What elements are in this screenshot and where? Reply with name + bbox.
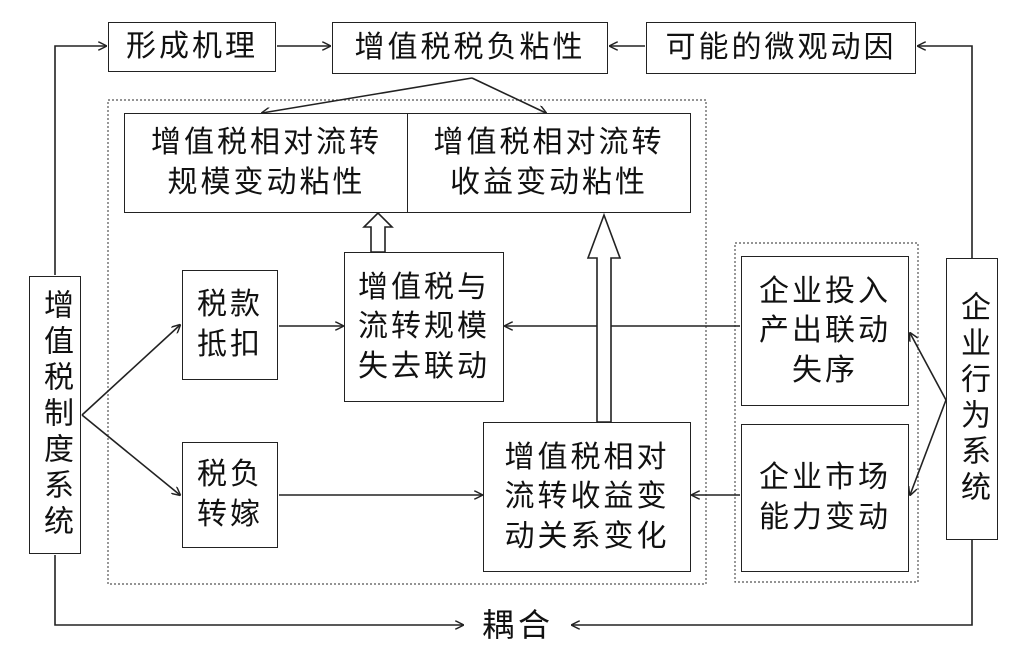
- income-stickiness-box: 增值税相对流转 收益变动粘性: [407, 113, 691, 213]
- arrow-vat-system-to-shifting: [81, 414, 180, 495]
- arrow-vat-system-to-deduction: [81, 325, 180, 416]
- micro-drivers-box: 可能的微观动因: [646, 22, 916, 74]
- arrow-vat-system-to-coupling: [54, 555, 463, 625]
- arrow-enterprise-system-to-coupling: [572, 540, 973, 625]
- formation-mechanism-box: 形成机理: [108, 22, 276, 72]
- arrow-stickiness-to-scale: [262, 77, 473, 113]
- arrow-vat-system-to-formation: [54, 46, 106, 275]
- tax-shifting-box: 税负 转嫁: [182, 442, 278, 548]
- market-power-box: 企业市场 能力变动: [741, 424, 909, 572]
- hollow-arrow-relation-change-to-income: [586, 212, 622, 423]
- arrow-stickiness-to-income: [471, 77, 546, 113]
- arrow-enterprise-system-to-drivers: [918, 46, 973, 258]
- analysis-region-outline: [107, 99, 707, 585]
- decoupling-box: 增值税与 流转规模 失去联动: [344, 252, 504, 402]
- relation-change-box: 增值税相对 流转收益变 动关系变化: [483, 422, 691, 572]
- enterprise-system-box: 企业行为系统: [946, 258, 998, 540]
- io-disorder-box: 企业投入 产出联动 失序: [741, 256, 909, 406]
- vat-stickiness-box: 增值税税负粘性: [332, 22, 608, 74]
- hollow-arrow-decoupling-to-scale: [362, 211, 394, 253]
- arrow-enterprise-system-to-market-power: [910, 399, 947, 495]
- scale-stickiness-box: 增值税相对流转 规模变动粘性: [124, 113, 409, 213]
- enterprise-factors-outline: [734, 242, 919, 583]
- tax-deduction-box: 税款 抵扣: [182, 270, 278, 380]
- arrow-enterprise-system-to-io-disorder: [910, 333, 947, 401]
- coupling-label: 耦合: [466, 604, 570, 646]
- vat-system-box: 增值税制度系统: [29, 276, 81, 554]
